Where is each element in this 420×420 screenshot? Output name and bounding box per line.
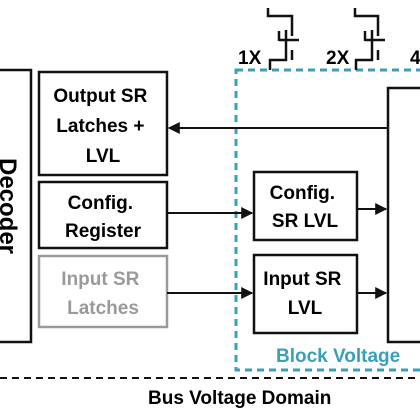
output-sr-latches-lvl: Output SR Latches + LVL [37, 70, 169, 177]
input-sr-lvl: Input SR LVL [252, 253, 359, 335]
input-sr-latches-line-2: Latches [67, 298, 139, 319]
input-sr-latches-line-1: Input SR [61, 269, 139, 290]
transistor-1x-label: 1X [238, 48, 262, 69]
decoder-block: Decoder [0, 68, 33, 344]
block-voltage-domain [234, 68, 420, 372]
bus-voltage-label: Bus Voltage Domain [148, 388, 331, 409]
config-sr-lvl-line-1: Config. [270, 183, 335, 204]
decoder-label: Decoder [0, 158, 21, 254]
svg-text:Config. Register: Config. Register [65, 193, 142, 242]
svg-text:Config. SR LVL: Config. SR LVL [270, 183, 341, 232]
config-sr-lvl-line-2: SR LVL [272, 211, 339, 232]
input-sr-lvl-line-2: LVL [288, 298, 323, 319]
config-register-line-1: Config. [68, 193, 133, 214]
input-sr-lvl-line-1: Input SR [263, 269, 341, 290]
config-register-line-2: Register [65, 221, 142, 242]
output-sr-line-1: Output SR [53, 86, 147, 107]
block-array [386, 86, 420, 344]
svg-text:Output SR Latches +: Output SR Latches + LVL [53, 86, 152, 167]
output-sr-line-2: Latches + [56, 116, 144, 137]
config-sr-lvl: Config. SR LVL [252, 170, 359, 242]
transistor-4x-label: 4 [410, 48, 420, 69]
svg-text:Input SR LVL: Input SR LVL [263, 269, 346, 319]
transistor-2x-label: 2X [326, 48, 350, 69]
input-sr-latches: Input SR Latches [37, 254, 169, 329]
transistor-1x-icon [266, 8, 299, 70]
svg-text:Input SR Latches: Input SR Latches [61, 269, 144, 319]
output-sr-line-3: LVL [86, 146, 121, 167]
transistor-2x-icon [353, 8, 385, 70]
config-register: Config. Register [37, 180, 169, 250]
block-voltage-label: Block Voltage [276, 346, 400, 367]
